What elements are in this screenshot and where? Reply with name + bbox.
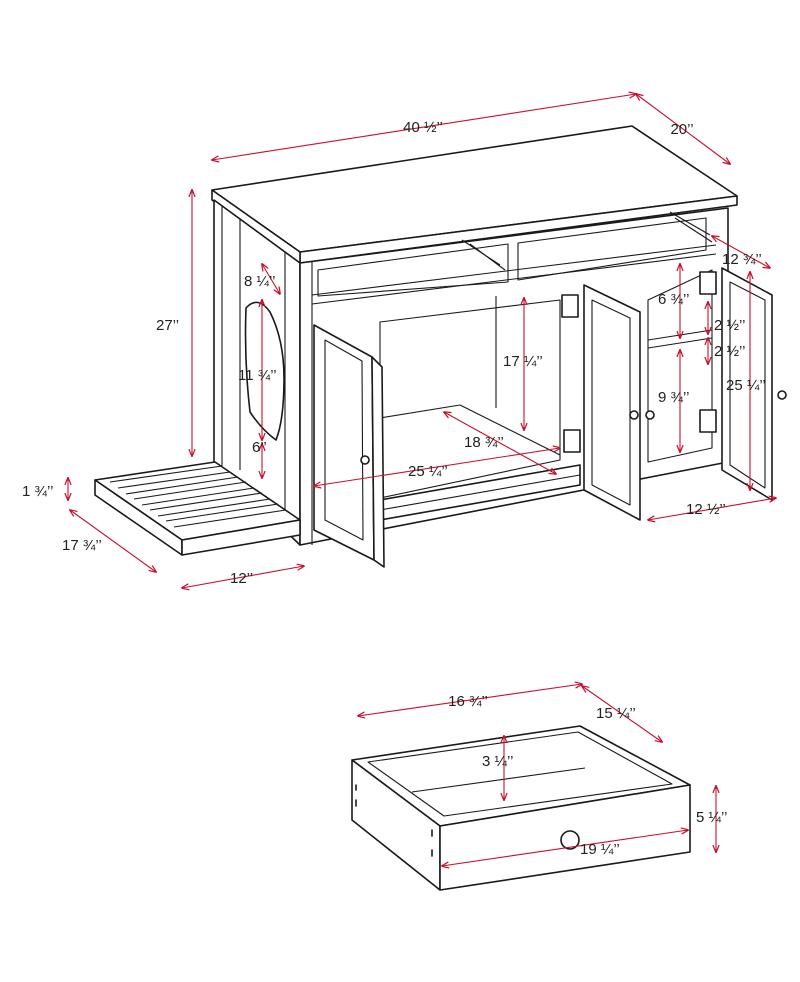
cabinet-height-label: 27’’: [156, 317, 179, 334]
opening-height-label: 11 ¾’’: [238, 367, 277, 384]
tray-depth-dim: [70, 510, 156, 572]
cabinet-width-dim: [212, 94, 636, 160]
cat-entrance-opening: [244, 301, 285, 441]
opening-top-dim: [262, 264, 280, 294]
shelf-gap-bottom-label: 2 ½’’: [714, 343, 745, 360]
left-door-edge: [371, 356, 385, 568]
tray-width-dim: [182, 566, 304, 588]
opening-top-offset-label: 8 ¼’’: [244, 273, 275, 290]
tray-width-label: 12’’: [230, 570, 253, 587]
shelf-depth-dim: [712, 236, 770, 268]
cabinet-depth-label: 20’’: [670, 121, 693, 138]
side-compartment-width-label: 12 ½’’: [686, 501, 726, 518]
drawer-drawing: [351, 725, 691, 891]
tray-height-label: 1 ¾’’: [22, 483, 53, 500]
shelf-depth-label: 12 ¾’’: [722, 251, 762, 268]
side-compartment-height-label: 25 ¼’’: [726, 377, 766, 394]
opening-bottom-offset-label: 6’’: [252, 439, 267, 456]
drawer-slide: [669, 211, 711, 236]
drawer-inner-height-label: 3 ¼’’: [482, 753, 513, 770]
drawer-front-width-label: 19 ¼’’: [580, 841, 620, 858]
hinge: [561, 294, 579, 318]
shelf-gap-top-label: 2 ½’’: [714, 317, 745, 334]
drawer-depth-dim: [582, 686, 662, 742]
hinge: [699, 409, 717, 433]
center-compartment-width-label: 25 ¼’’: [408, 463, 448, 480]
hinge: [563, 429, 581, 453]
hinge: [699, 271, 717, 295]
center-right-door-panel: [591, 299, 631, 506]
drawer-front-width-dim: [442, 830, 688, 866]
right-compartment-interior: [647, 269, 713, 463]
drawer-width-label: 16 ¾’’: [448, 693, 488, 710]
tray-depth-label: 17 ¾’’: [62, 537, 102, 554]
left-door: [313, 324, 375, 561]
drawer-width-dim: [358, 684, 582, 716]
drawer-slide: [674, 217, 713, 243]
litter-tray-grate: [109, 465, 287, 528]
right-door-knob: [777, 390, 787, 400]
center-width-dim: [314, 448, 560, 486]
cabinet-width-label: 40 ½’’: [403, 119, 443, 136]
center-right-door-knob: [629, 410, 639, 420]
dimension-lines: [68, 94, 776, 866]
center-right-door: [583, 284, 641, 521]
right-compartment-knob: [645, 410, 655, 420]
litter-tray-side: [181, 519, 301, 556]
cabinet-depth-dim: [636, 94, 730, 164]
center-compartment-floor: [379, 404, 461, 419]
center-compartment-depth-label: 18 ¾’’: [464, 434, 504, 451]
right-shelf-bottom: [647, 337, 713, 349]
lower-shelf-height-label: 9 ¾’’: [658, 389, 689, 406]
open-cubby-left: [317, 243, 509, 297]
side-width-dim: [648, 498, 776, 520]
drawer-rail: [311, 244, 717, 296]
center-compartment-height-label: 17 ¼’’: [503, 353, 543, 370]
drawer-depth-label: 15 ¼’’: [596, 705, 636, 722]
drawer-dowels: [355, 784, 433, 857]
drawer-front-height-label: 5 ¼’’: [696, 809, 727, 826]
dimension-labels: 40 ½’’ 20’’ 27’’ 8 ¼’’ 11 ¾’’ 6’’ 1 ¾’’ …: [22, 119, 766, 858]
drawer-slide: [469, 243, 506, 271]
left-door-knob: [360, 455, 370, 465]
open-cubby-right: [517, 217, 707, 281]
cabinet-drawing: [94, 125, 787, 568]
drawer-back-floor: [411, 767, 586, 793]
drawer-inner-rim: [367, 731, 673, 817]
drawer-opening-height-label: 6 ¾’’: [658, 291, 689, 308]
drawer-rail: [311, 253, 717, 305]
